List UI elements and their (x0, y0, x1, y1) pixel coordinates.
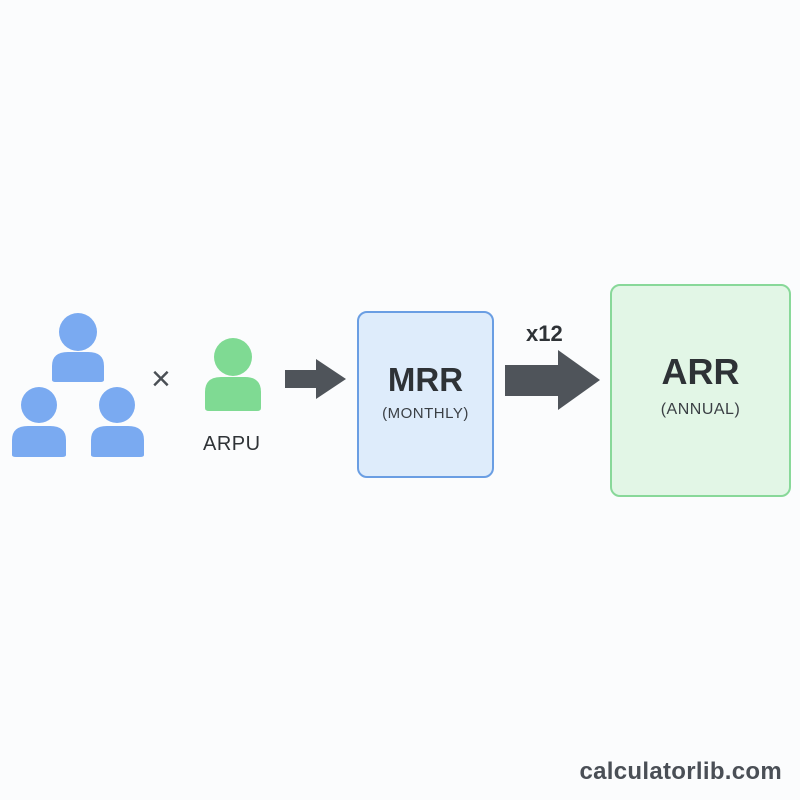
site-watermark: calculatorlib.com (579, 758, 782, 785)
person-icon-top (52, 313, 104, 382)
arr-title: ARR (661, 350, 740, 392)
mrr-box: MRR (MONTHLY) (357, 311, 494, 478)
people-group-icon (12, 313, 144, 457)
arrow-right-large-icon (505, 350, 600, 410)
arrow-right-icon (285, 359, 346, 399)
multiply-sign: × (151, 360, 171, 398)
person-icon (205, 338, 261, 411)
mrr-title: MRR (387, 360, 464, 398)
person-icon-left (12, 387, 66, 457)
arr-subtitle: (ANNUAL) (660, 400, 741, 418)
person-icon-right (91, 387, 144, 457)
mrr-subtitle: (MONTHLY) (382, 404, 469, 422)
multiplier-label: x12 (526, 321, 563, 346)
arpu-label: ARPU (203, 433, 261, 455)
arr-box: ARR (ANNUAL) (610, 284, 791, 497)
